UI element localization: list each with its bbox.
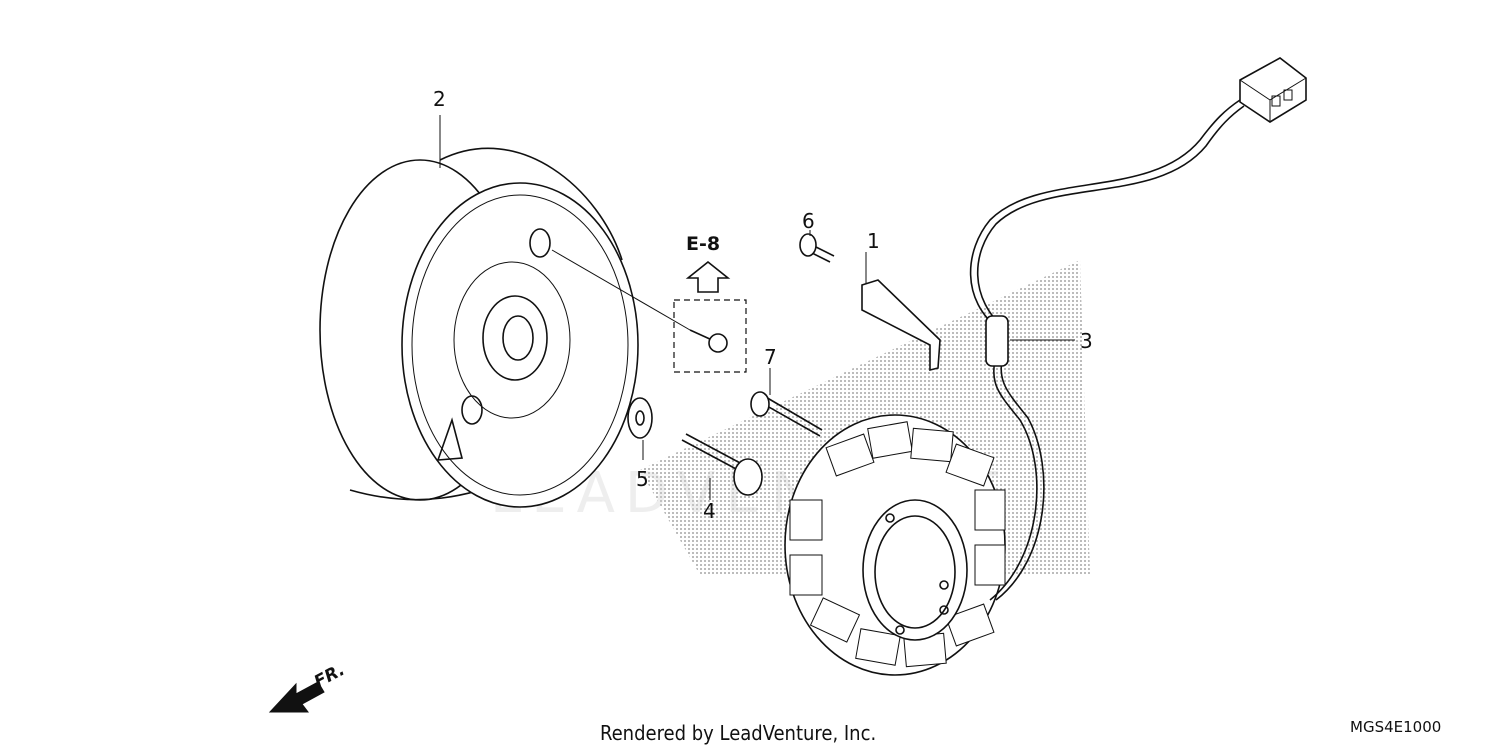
wire-harness	[969, 99, 1245, 601]
bolt-4	[681, 433, 763, 500]
section-reference: E-8	[673, 233, 747, 373]
stator	[784, 414, 1006, 676]
callout-6: 6	[802, 209, 815, 233]
leader-line	[551, 249, 691, 331]
front-direction-arrow: FR.	[268, 660, 348, 713]
bolt-7	[750, 368, 823, 437]
footer-credit: Rendered by LeadVenture, Inc.	[600, 721, 876, 745]
flywheel	[319, 115, 639, 508]
diagram-code: MGS4E1000	[1350, 718, 1441, 736]
callout-3: 3	[1080, 329, 1093, 353]
callout-2: 2	[433, 87, 446, 111]
callout-7: 7	[764, 345, 777, 369]
coupler-connector	[1239, 57, 1307, 123]
callout-5: 5	[636, 467, 649, 491]
bolt-6	[799, 230, 835, 263]
cable-bracket	[861, 252, 941, 372]
callout-1: 1	[867, 229, 880, 253]
svg-text:E-8: E-8	[686, 233, 720, 255]
washer	[627, 397, 653, 460]
callout-4: 4	[703, 499, 716, 523]
